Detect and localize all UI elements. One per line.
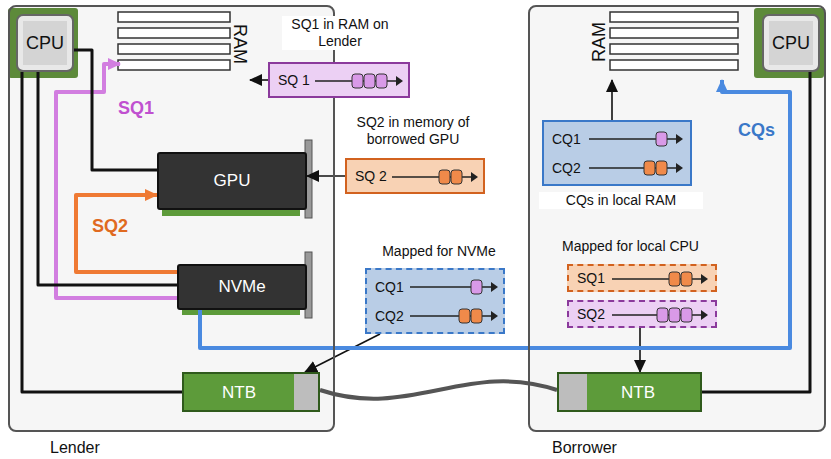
node-text: Borrower (552, 438, 617, 457)
queue-box: SQ2 in memory of borrowed GPUSQ 2 (345, 158, 485, 194)
node-text: CPU (18, 33, 72, 54)
node-text: SQ1 (577, 270, 605, 287)
queue-box: SQ1 (567, 264, 717, 292)
note-label: Mapped for local CPU (562, 238, 699, 255)
node-text: NVMe (179, 277, 305, 297)
node-text: RAM (229, 24, 250, 64)
host-panel: BorrowerCPURAMCQs in local RAMCQ1CQ2SQ1S… (528, 5, 826, 432)
cpu-chip: CPU (16, 14, 74, 72)
heading-text: SQ2 in memory of borrowed GPU (343, 114, 483, 148)
connector (74, 50, 157, 170)
ntb-card: NTB (182, 372, 320, 412)
node-text: RAM (589, 22, 610, 62)
connector (307, 175, 345, 177)
queue-symbol (391, 167, 479, 187)
queue-box: Mapped for NVMeCQ1CQ2 (365, 268, 505, 334)
heading-text: SQ1 in RAM on Lender (282, 16, 398, 50)
node-text: NTB (621, 383, 655, 403)
connector (22, 72, 182, 392)
queue-box: CQs in local RAMCQ1CQ2 (542, 120, 692, 186)
cpu-board (754, 8, 824, 78)
queue-symbol (588, 158, 684, 178)
queue-box: SQ1 in RAM on LenderSQ 1 (268, 62, 410, 98)
heading-text: Mapped for NVMe (352, 243, 526, 260)
node-text: CQ1 (552, 131, 581, 148)
node-text: CQ1 (375, 279, 404, 296)
cpu-board (8, 8, 78, 78)
node-text: SQ 2 (355, 168, 387, 185)
connector (305, 334, 380, 372)
nvme-card: NVMe (177, 264, 307, 310)
queue-symbol (314, 71, 404, 91)
connector (702, 72, 810, 392)
gpu-card: GPU (157, 152, 307, 210)
queue-symbol (611, 305, 709, 325)
path-label: SQ1 (118, 98, 154, 119)
path-label: SQ2 (92, 216, 128, 237)
node-text: NTB (222, 383, 256, 403)
node-text: CQ2 (375, 308, 404, 325)
node-text: CPU (764, 33, 818, 54)
borrower-ground (528, 5, 826, 432)
cpu-chip: CPU (762, 14, 820, 72)
ram-slots (118, 12, 738, 70)
connector (250, 79, 268, 81)
node-text: Lender (50, 438, 100, 457)
connector (611, 80, 613, 120)
node-text: SQ 1 (278, 72, 310, 89)
heading-text: CQs in local RAM (539, 192, 703, 209)
ram-module: RAM (120, 10, 250, 76)
node-text: SQ2 (577, 306, 605, 323)
queue-symbol (588, 129, 684, 149)
queue-symbol (409, 277, 499, 297)
ntb-cable (320, 381, 557, 398)
node-text: CQ2 (552, 160, 581, 177)
queue-symbol (409, 306, 499, 326)
queue-box: SQ2 (567, 300, 717, 328)
path-label: CQs (738, 120, 775, 141)
node-text: GPU (159, 171, 305, 191)
ram-module: RAM (587, 10, 743, 80)
queue-symbol (611, 269, 709, 289)
ntb-card: NTB (557, 372, 702, 412)
